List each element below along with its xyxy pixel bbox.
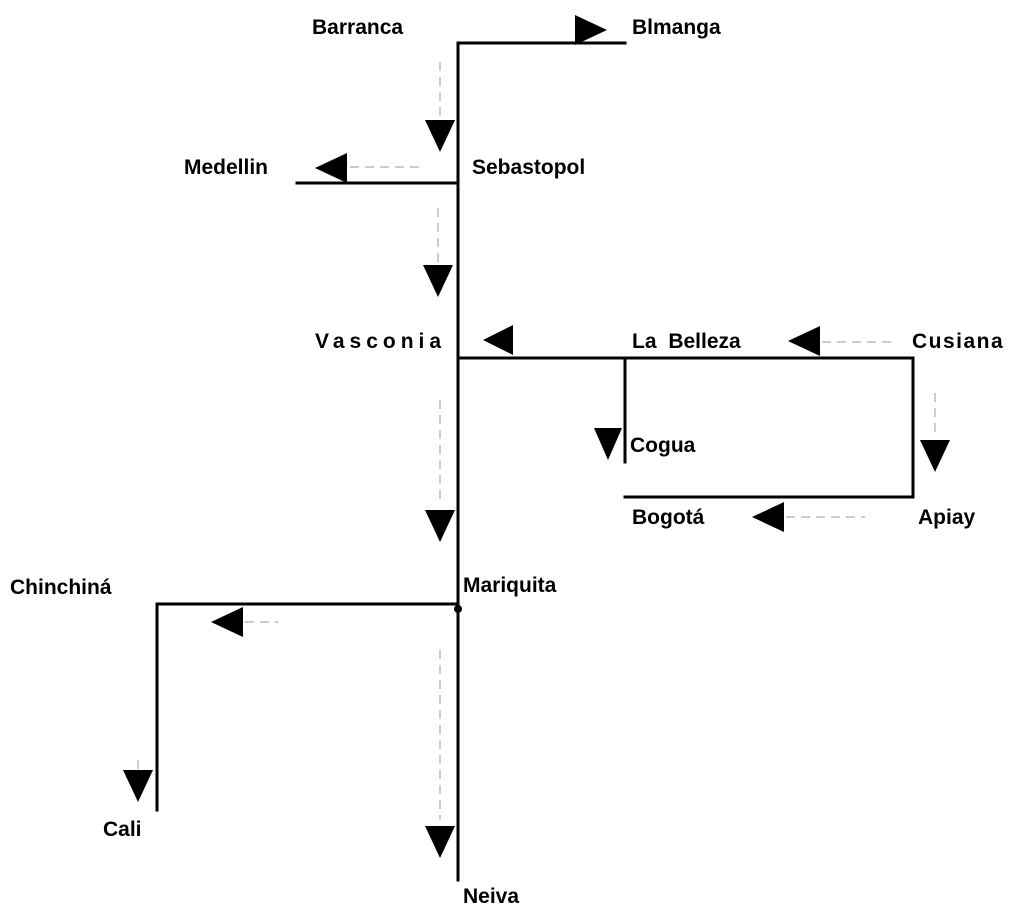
arrow-right-to-blmanga (575, 15, 607, 45)
node-bogota: Bogotá (632, 506, 705, 529)
arrow-down-to-neiva (425, 826, 455, 858)
node-neiva: Neiva (463, 885, 519, 908)
arrow-down-to-cogua (594, 428, 622, 460)
arrow-down-to-vasconia (423, 265, 453, 297)
node-apiay: Apiay (918, 506, 976, 529)
node-mariquita: Mariquita (463, 574, 557, 597)
node-vasconia: Vasconia (315, 330, 446, 353)
node-la-belleza: La Belleza (632, 330, 741, 353)
node-blmanga: Blmanga (632, 16, 721, 39)
arrow-down-to-apiay (920, 440, 950, 472)
arrow-left-to-chinchina (211, 607, 243, 637)
arrow-left-to-bogota (752, 502, 784, 532)
flow-arrows (123, 15, 950, 858)
node-chinchina: Chinchiná (10, 576, 112, 599)
node-sebastopol: Sebastopol (472, 156, 585, 179)
arrow-left-to-labelleza (788, 326, 820, 356)
arrow-down-to-cali (123, 770, 153, 802)
arrow-left-to-medellin (315, 153, 347, 183)
arrow-down-to-mariquita (425, 510, 455, 542)
flow-guides (137, 62, 936, 820)
junction-mariquita (454, 605, 462, 613)
node-medellin: Medellin (184, 156, 268, 179)
node-labels: Barranca Blmanga Medellin Sebastopol Vas… (10, 16, 1004, 908)
arrow-left-to-vasconia (483, 325, 513, 355)
node-cusiana: Cusiana (912, 330, 1004, 353)
pipelines (155, 41, 915, 882)
arrow-down-to-sebastopol (425, 120, 455, 152)
node-cali: Cali (103, 818, 142, 841)
node-barranca: Barranca (312, 16, 403, 39)
node-cogua: Cogua (630, 434, 696, 457)
